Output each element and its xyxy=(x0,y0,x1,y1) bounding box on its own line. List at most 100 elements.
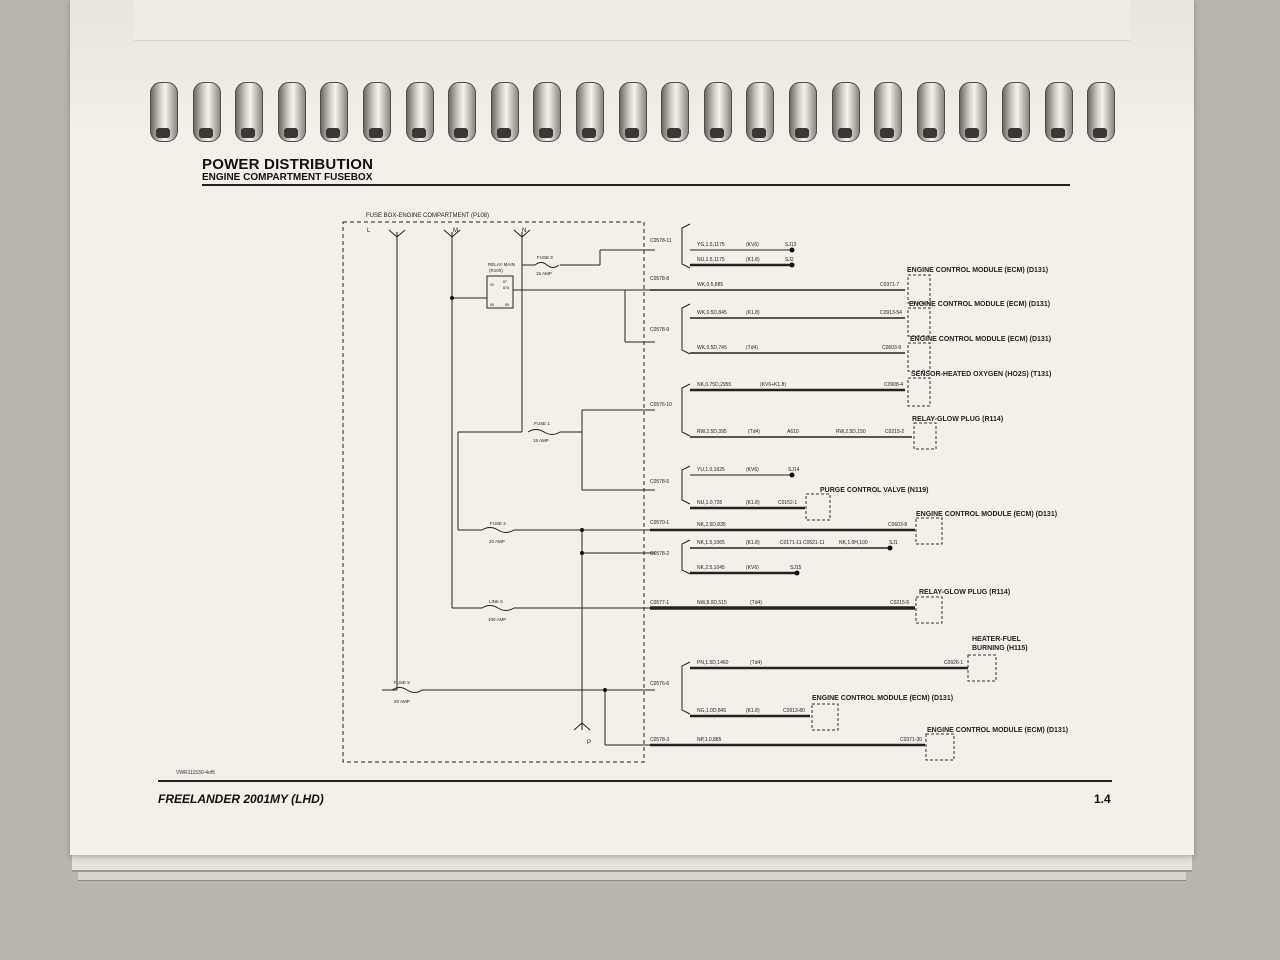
wire-spec: NU,1.5,1175 xyxy=(697,257,725,263)
wire-destination: SJ2 xyxy=(785,257,794,263)
wire-spec: PN,1.5D,1460 xyxy=(697,660,729,666)
wire-variant: (Td4) xyxy=(750,600,762,606)
binding-hole xyxy=(624,128,639,138)
relay-id: (R100) xyxy=(489,268,503,273)
binding-hole xyxy=(198,128,213,138)
wire-variant: (Td4) xyxy=(750,660,762,666)
component-label: ENGINE CONTROL MODULE (ECM) (D131) xyxy=(909,301,1050,308)
binding-hole xyxy=(241,128,256,138)
wire-spec: NK,2.5D,835 xyxy=(697,522,726,528)
binding-ring xyxy=(1002,82,1030,142)
fusebox-label: FUSE BOX-ENGINE COMPARTMENT (P108) xyxy=(366,213,489,219)
fuse-rating: 100 AMP xyxy=(488,617,506,622)
wire-variant: (KV6) xyxy=(746,467,759,473)
binding-hole xyxy=(326,128,341,138)
binding-hole xyxy=(1093,128,1108,138)
fusebox-connector-label: C0576-6 xyxy=(650,681,669,687)
fuse-name: FUSE 3 xyxy=(537,255,553,260)
wire-spec: WK,0.5,885 xyxy=(697,282,723,288)
fusebox-connector-label: C0578-5 xyxy=(650,479,669,485)
component-label: BURNING (H115) xyxy=(972,645,1028,652)
header-rule xyxy=(202,184,1070,186)
wire-variant: (KV6+K1.8) xyxy=(760,382,786,388)
fuse-rating: 20 AMP xyxy=(489,539,505,544)
component-connector xyxy=(915,596,943,624)
splice-endpoint xyxy=(887,545,893,551)
fusebox-connector-label: C0578-9 xyxy=(650,327,669,333)
binding-hole xyxy=(795,128,809,138)
wire-variant: (K1.8) xyxy=(746,708,760,714)
component-connector xyxy=(805,493,831,521)
wire-destination: C0603-8 xyxy=(888,522,907,528)
binding-hole xyxy=(496,128,511,138)
fuse-rating: 15 AMP xyxy=(536,271,552,276)
component-connector xyxy=(967,654,997,682)
wire-destination: SJ14 xyxy=(788,467,800,473)
footer-page-number: 1.4 xyxy=(1094,792,1111,806)
wire-spec-secondary: RW,2.5D,150 xyxy=(836,429,866,435)
wire-spec: WK,0.5D,745 xyxy=(697,345,727,351)
wire-inline-connector: C0171-11 C0521-11 xyxy=(780,540,825,546)
previous-page-edge xyxy=(134,0,1130,41)
wire-variant: (KV6) xyxy=(746,242,759,248)
component-label: ENGINE CONTROL MODULE (ECM) (D131) xyxy=(910,336,1051,343)
fuse-name: LINK 6 xyxy=(489,599,503,604)
fuse-name: FUSE 2 xyxy=(490,521,506,526)
binding-hole xyxy=(454,128,469,138)
footer-rule xyxy=(158,780,1112,782)
component-label: RELAY-GLOW PLUG (R114) xyxy=(919,589,1010,596)
binding-hole xyxy=(1008,128,1022,138)
fusebox-connector-label: C0578-8 xyxy=(650,276,669,282)
wire-destination: SJ1 xyxy=(889,540,898,546)
binding-hole xyxy=(837,128,852,138)
component-label: ENGINE CONTROL MODULE (ECM) (D131) xyxy=(907,267,1048,274)
component-connector xyxy=(907,342,931,372)
wire-spec: NW,8.0D,515 xyxy=(697,600,727,606)
relay-pin-30: 30 xyxy=(490,283,494,287)
binding-hole xyxy=(582,128,596,138)
component-connector xyxy=(907,307,931,337)
component-connector xyxy=(915,517,943,545)
binding-hole xyxy=(752,128,767,138)
wire-variant: (Td4) xyxy=(746,345,758,351)
component-label: ENGINE CONTROL MODULE (ECM) (D131) xyxy=(812,695,953,702)
fusebox-connector-label: C0570-1 xyxy=(650,520,669,526)
binding-hole xyxy=(709,128,724,138)
splice-endpoint xyxy=(789,247,795,253)
binding-hole xyxy=(539,128,554,138)
wire-spec: RW,2.5D,395 xyxy=(697,429,727,435)
component-label: RELAY-GLOW PLUG (R114) xyxy=(912,416,1003,423)
wire-variant: (Td4) xyxy=(748,429,760,435)
fuse-name: FUSE 5 xyxy=(394,680,410,685)
wire-spec: YG,1.5,1175 xyxy=(697,242,725,248)
fuse-name: FUSE 1 xyxy=(534,421,550,426)
component-connector xyxy=(913,422,937,450)
wire-destination: C0215-5 xyxy=(890,600,909,606)
component-label: ENGINE CONTROL MODULE (ECM) (D131) xyxy=(916,511,1057,518)
component-connector xyxy=(907,377,931,407)
wire-destination: C0913-54 xyxy=(880,310,902,316)
binding-hole xyxy=(880,128,895,138)
link-6-symbol xyxy=(481,605,515,611)
component-connector xyxy=(811,703,839,731)
wire-variant: (K1.8) xyxy=(746,310,760,316)
wire-destination: C0152-1 xyxy=(778,500,797,506)
wire-spec: NG,1.0D,845 xyxy=(697,708,726,714)
component-label: PURGE CONTROL VALVE (N119) xyxy=(820,487,929,494)
terminal-m: M xyxy=(453,228,458,234)
relay-name: RELAY MAIN xyxy=(488,262,515,267)
wire-destination: C0603-9 xyxy=(882,345,901,351)
wire-spec: WK,0.5D,845 xyxy=(697,310,727,316)
document-reference: VWR111530-4of5 xyxy=(176,770,216,776)
splice-endpoint xyxy=(789,262,795,268)
wire-destination: C0215-2 xyxy=(885,429,904,435)
wire-spec: NK,2.5,1045 xyxy=(697,565,725,571)
fuse-2-symbol xyxy=(481,527,515,533)
wire-variant: (K1.8) xyxy=(746,500,760,506)
wire-spec: NK,1.5,1065 xyxy=(697,540,725,546)
wire-destination: C0371-7 xyxy=(880,282,899,288)
binding-hole xyxy=(922,128,937,138)
wire-destination: C0371-30 xyxy=(900,737,922,743)
